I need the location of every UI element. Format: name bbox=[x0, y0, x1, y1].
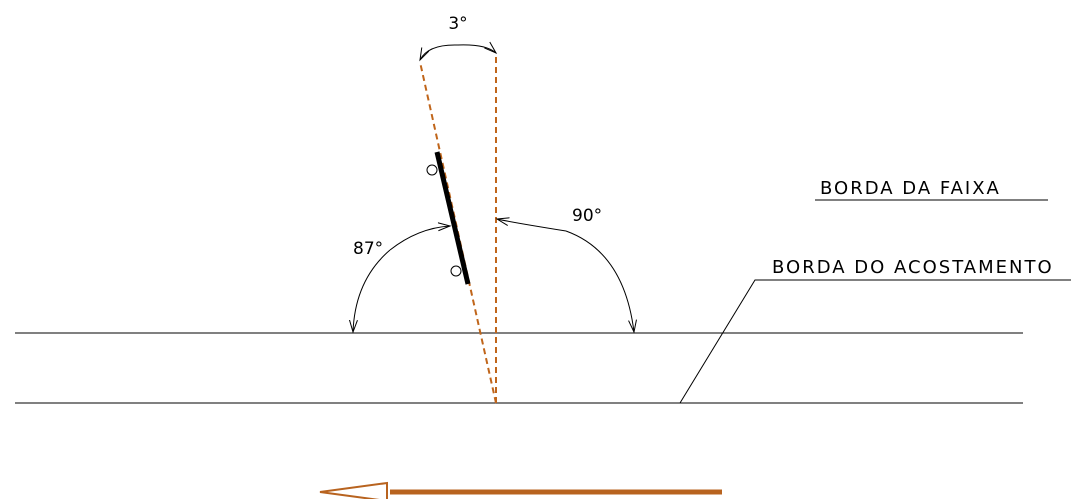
right-angle-label: 90° bbox=[572, 206, 602, 226]
shoulder-edge-label: BORDA DO ACOSTAMENTO bbox=[772, 257, 1054, 278]
top-angle-arc bbox=[420, 44, 459, 60]
lane-edge-label: BORDA DA FAIXA bbox=[820, 178, 1001, 199]
left-angle-label: 87° bbox=[353, 239, 383, 259]
right-angle-arc bbox=[497, 219, 567, 232]
shoulder-edge-leader-line bbox=[679, 279, 1071, 404]
left-angle-arc bbox=[389, 226, 450, 251]
right-angle-arc-lower bbox=[565, 230, 634, 332]
sign-lower-marker bbox=[450, 265, 462, 277]
traffic-direction-arrowhead bbox=[319, 481, 388, 499]
sign-upper-marker bbox=[426, 164, 438, 176]
top-angle-arc-right bbox=[457, 45, 496, 53]
left-angle-arc-lower bbox=[353, 249, 391, 332]
top-angle-label: 3° bbox=[448, 14, 467, 34]
delineator-sign-plate bbox=[434, 151, 471, 285]
